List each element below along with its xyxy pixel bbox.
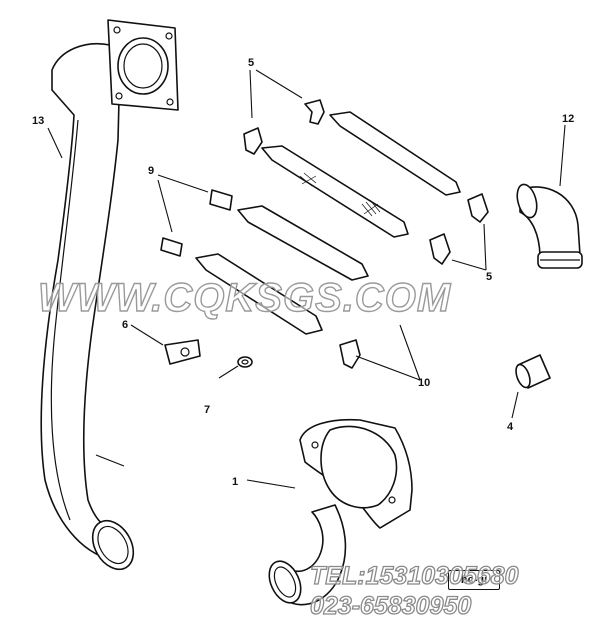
watermark-tel: TEL:15310305680: [309, 561, 519, 590]
callout-4: 4: [507, 421, 514, 433]
watermark-site: WWW.CQKSGS.COM: [37, 275, 452, 320]
callout-7: 7: [204, 404, 210, 416]
callout-5-top: 5: [248, 57, 254, 69]
callout-12: 12: [562, 113, 574, 125]
part-4-sleeve: [515, 354, 551, 389]
part-5-fittings: [243, 99, 489, 265]
part-12-elbow: [516, 183, 583, 269]
part-6-clamp: [164, 339, 201, 365]
callout-10: 10: [418, 377, 430, 389]
hose-assemblies: [195, 111, 461, 335]
callout-9: 9: [148, 165, 154, 177]
part-7-washer: [237, 356, 253, 368]
leader-lines: [47, 69, 566, 489]
part-1-elbow-pipe: [268, 418, 413, 606]
part-13-exhaust-pipe: [40, 19, 179, 571]
watermark-phone: 023-65830950: [309, 591, 472, 620]
part-10-elbow: [339, 339, 361, 369]
callout-1: 1: [232, 476, 238, 488]
callout-13: 13: [32, 115, 44, 127]
figure-code-badge: hc-gi: [448, 570, 500, 590]
part-9-connectors: [160, 189, 233, 257]
callout-6: 6: [122, 319, 128, 331]
callout-5-right: 5: [486, 271, 492, 283]
